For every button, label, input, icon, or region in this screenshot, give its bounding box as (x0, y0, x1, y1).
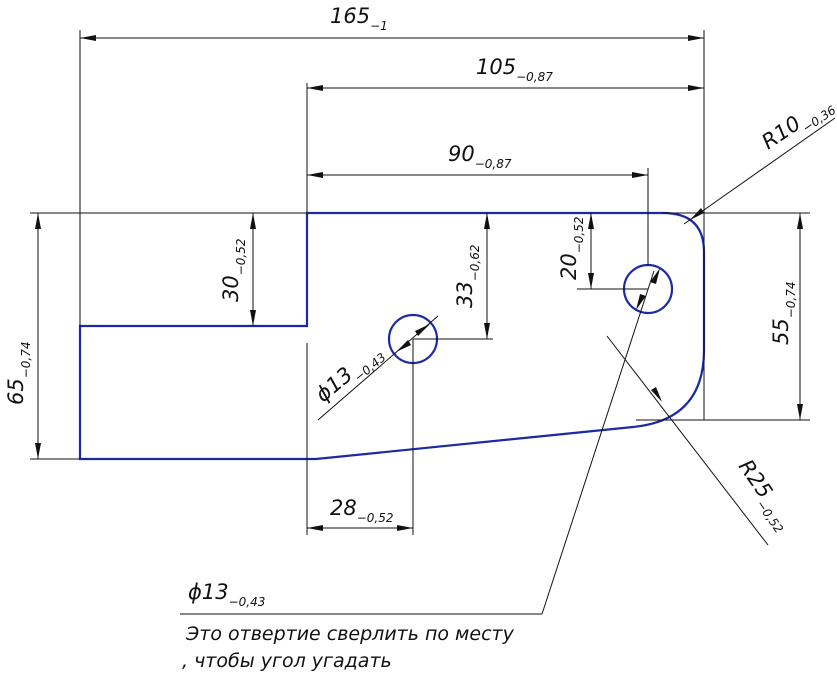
dim-hole2-x-value: 90 (448, 142, 475, 166)
note-line-2: , чтобы угол угадать (182, 650, 392, 672)
svg-text:R25−0,52: R25−0,52 (730, 455, 799, 536)
dim-hole1-x: 28−0,52 (307, 496, 413, 531)
dim-corner-radius: R10−0,36 (683, 90, 837, 225)
part-outline (78, 211, 706, 461)
dim-upper-width: 105−0,87 (307, 55, 704, 91)
dim-hole2-dia: ϕ13−0,43 (180, 268, 660, 615)
dim-step-depth: 30−0,52 (219, 213, 256, 326)
dim-overall-height-tol: −0,74 (19, 341, 33, 378)
dim-hole1-y: 33−0,62 (453, 213, 490, 339)
svg-text:ϕ13−0,43: ϕ13−0,43 (188, 580, 265, 609)
svg-text:28−0,52: 28−0,52 (330, 496, 394, 525)
dim-corner-radius-tol: −0,36 (800, 103, 837, 135)
svg-text:20−0,52: 20−0,52 (557, 216, 586, 280)
svg-text:ϕ13−0,43: ϕ13−0,43 (311, 339, 389, 411)
dim-right-height: 55−0,74 (769, 213, 803, 420)
dim-hole1-dia: ϕ13−0,43 (311, 315, 439, 421)
svg-text:R10−0,36: R10−0,36 (757, 90, 837, 158)
dim-corner-radius-value: R10 (757, 111, 805, 154)
dim-step-depth-tol: −0,52 (234, 238, 248, 275)
dim-hole2-x-tol: −0,87 (475, 157, 512, 171)
dim-hole2-dia-value: ϕ13 (188, 580, 229, 604)
dim-big-radius-value: R25 (734, 455, 777, 503)
svg-text:55−0,74: 55−0,74 (769, 281, 798, 345)
dim-hole2-y-tol: −0,52 (572, 216, 586, 253)
dim-step-depth-value: 30 (219, 275, 243, 302)
dim-overall-width-value: 165 (330, 4, 370, 28)
dim-overall-width: 165−1 (80, 4, 704, 41)
dim-hole2-y-value: 20 (557, 253, 581, 280)
extension-lines (30, 30, 810, 535)
dim-hole1-dia-value: ϕ13 (311, 362, 358, 406)
dim-hole1-x-value: 28 (330, 496, 357, 520)
drilling-note: Это отвертие сверлить по месту , чтобы у… (182, 623, 515, 672)
dim-overall-height: 65−0,74 (4, 213, 41, 459)
dim-right-height-value: 55 (769, 318, 793, 345)
dim-hole2-x: 90−0,87 (307, 142, 648, 178)
dim-overall-width-tol: −1 (370, 19, 388, 33)
dim-hole1-y-value: 33 (453, 281, 477, 308)
dim-hole1-x-tol: −0,52 (357, 511, 394, 525)
dim-big-radius-tol: −0,52 (754, 498, 787, 536)
note-line-1: Это отвертие сверлить по месту (185, 623, 515, 645)
svg-text:30−0,52: 30−0,52 (219, 238, 248, 302)
svg-text:65−0,74: 65−0,74 (4, 341, 33, 405)
svg-text:105−0,87: 105−0,87 (476, 55, 553, 84)
svg-text:90−0,87: 90−0,87 (448, 142, 512, 171)
svg-text:165−1: 165−1 (330, 4, 388, 33)
dim-hole2-y: 20−0,52 (557, 213, 594, 289)
dim-upper-width-tol: −0,87 (516, 70, 553, 84)
dim-hole1-y-tol: −0,62 (468, 244, 482, 281)
dim-hole2-dia-tol: −0,43 (229, 595, 266, 609)
dim-hole1-dia-tol: −0,43 (352, 350, 389, 384)
dim-overall-height-value: 65 (4, 378, 28, 405)
dim-right-height-tol: −0,74 (784, 281, 798, 318)
dim-upper-width-value: 105 (476, 55, 516, 79)
svg-text:33−0,62: 33−0,62 (453, 244, 482, 308)
